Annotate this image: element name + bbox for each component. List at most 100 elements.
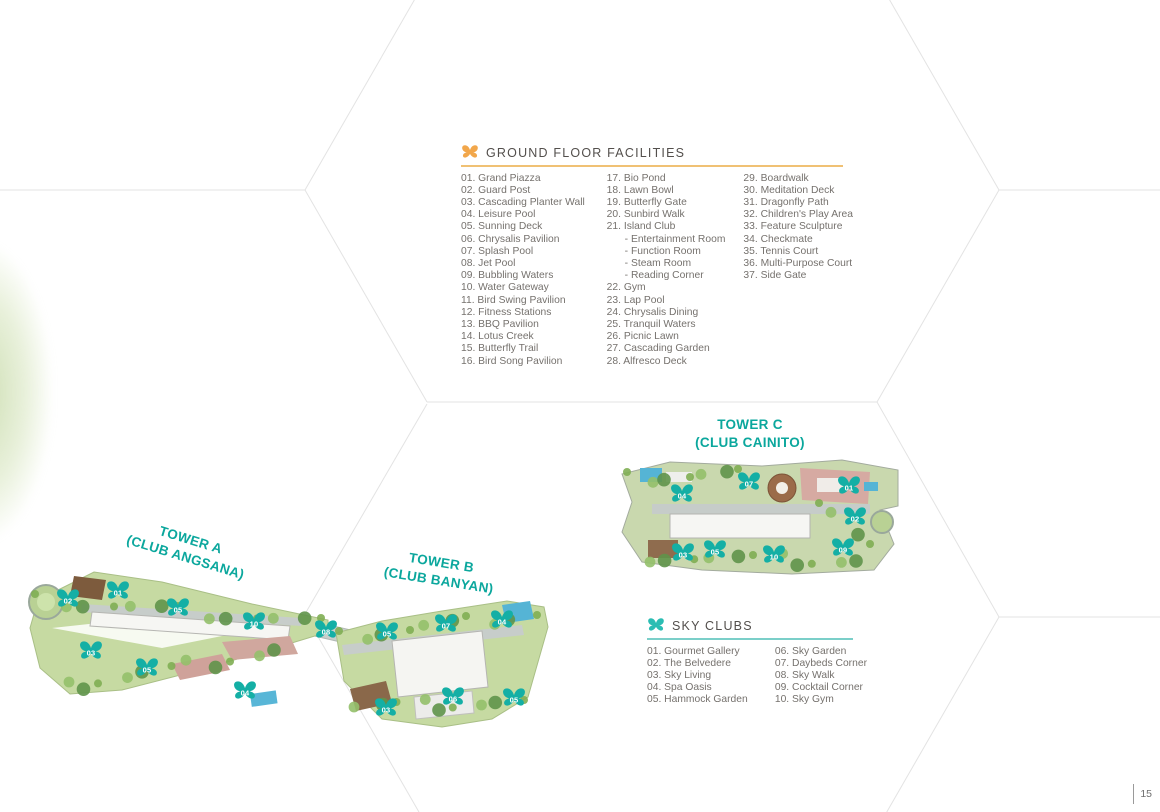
sky-clubs-title: SKY CLUBS	[672, 618, 753, 633]
facility-marker-tower-c-10: 10	[761, 545, 787, 566]
facility-item: 04. Spa Oasis	[647, 682, 712, 694]
marker-number: 05	[173, 605, 183, 615]
facility-item: 11. Bird Swing Pavilion	[461, 294, 566, 306]
facility-item: 18. Lawn Bowl	[606, 184, 674, 196]
marker-butterfly-icon	[376, 622, 398, 640]
facility-item: 30. Meditation Deck	[743, 184, 835, 196]
facility-marker-tower-b-04: 04	[489, 610, 515, 631]
facility-marker-tower-a-08: 08	[313, 620, 339, 641]
facility-marker-tower-b-06: 06	[440, 687, 466, 708]
marker-butterfly-icon	[838, 476, 860, 494]
marker-number: 03	[678, 550, 688, 560]
marker-number: 05	[509, 695, 519, 705]
marker-number: 02	[850, 514, 860, 524]
marker-number: 03	[86, 648, 96, 658]
teal-rule	[647, 638, 853, 640]
facility-item: 33. Feature Sculpture	[743, 221, 843, 233]
facility-marker-tower-b-05: 05	[501, 688, 527, 709]
facility-item: 25. Tranquil Waters	[606, 318, 696, 330]
facility-item: - Steam Room	[624, 257, 692, 269]
marker-number: 08	[321, 627, 331, 637]
facility-item: 34. Checkmate	[743, 233, 813, 245]
facility-item: 06. Chrysalis Pavilion	[461, 233, 560, 245]
marker-butterfly-icon	[136, 658, 158, 676]
facility-item: 14. Lotus Creek	[461, 331, 534, 343]
marker-butterfly-icon	[704, 540, 726, 558]
facility-item: 35. Tennis Court	[743, 245, 819, 257]
marker-butterfly-icon	[435, 614, 457, 632]
tower-c-label: TOWER C (CLUB CAINITO)	[665, 416, 835, 452]
facility-marker-tower-c-02: 02	[842, 507, 868, 528]
facility-marker-tower-b-03: 03	[373, 698, 399, 719]
facility-item: 31. Dragonfly Path	[743, 196, 829, 208]
marker-butterfly-icon	[763, 545, 785, 563]
facility-item: 08. Jet Pool	[461, 257, 516, 269]
facility-item: 04. Leisure Pool	[461, 209, 536, 221]
marker-number: 07	[744, 479, 754, 489]
marker-number: 07	[441, 621, 451, 631]
ground-facilities-section: GROUND FLOOR FACILITIES 01. Grand Piazza…	[461, 145, 853, 368]
marker-number: 05	[382, 629, 392, 639]
marker-butterfly-icon	[234, 681, 256, 699]
facility-marker-tower-a-04: 04	[232, 681, 258, 702]
orange-rule	[461, 165, 843, 167]
marker-butterfly-icon	[107, 581, 129, 599]
marker-number: 01	[113, 588, 123, 598]
facility-marker-tower-a-02: 02	[55, 589, 81, 610]
marker-number: 01	[844, 483, 854, 493]
facility-item: 37. Side Gate	[743, 270, 807, 282]
facility-item: 23. Lap Pool	[606, 294, 665, 306]
facility-marker-tower-a-05: 05	[165, 598, 191, 619]
facility-marker-tower-c-05: 05	[702, 540, 728, 561]
marker-number: 10	[769, 552, 779, 562]
facility-item: 17. Bio Pond	[606, 172, 666, 184]
facility-item: 08. Sky Walk	[774, 669, 835, 681]
ground-facilities-title: GROUND FLOOR FACILITIES	[486, 145, 686, 160]
butterfly-icon	[462, 145, 478, 158]
marker-butterfly-icon	[167, 598, 189, 616]
tower-c-name: TOWER C	[717, 417, 783, 432]
marker-number: 09	[838, 545, 848, 555]
facility-item: 02. Guard Post	[461, 184, 531, 196]
facility-item: 29. Boardwalk	[743, 172, 809, 184]
facility-item: 10. Sky Gym	[774, 694, 834, 706]
marker-number: 10	[249, 619, 259, 629]
facility-marker-tower-b-05: 05	[374, 622, 400, 643]
facility-item: 07. Daybeds Corner	[774, 657, 867, 669]
facility-item: - Entertainment Room	[624, 233, 726, 245]
facility-item: 28. Alfresco Deck	[606, 355, 687, 367]
facility-marker-tower-a-01: 01	[105, 581, 131, 602]
facility-item: 03. Cascading Planter Wall	[461, 196, 585, 208]
facility-marker-tower-c-03: 03	[670, 543, 696, 564]
facility-marker-tower-c-09: 09	[830, 538, 856, 559]
facility-item: 09. Cocktail Corner	[774, 682, 863, 694]
facility-item: 10. Water Gateway	[461, 282, 549, 294]
marker-butterfly-icon	[315, 620, 337, 638]
butterfly-icon	[648, 618, 664, 631]
marker-number: 06	[448, 694, 458, 704]
page-number: 15	[1140, 788, 1152, 800]
facility-item: 24. Chrysalis Dining	[606, 306, 699, 318]
marker-number: 03	[381, 705, 391, 715]
facility-item: - Function Room	[624, 245, 701, 257]
marker-number: 05	[710, 547, 720, 557]
tower-b-site-plan	[335, 600, 549, 728]
marker-butterfly-icon	[442, 687, 464, 705]
marker-butterfly-icon	[738, 472, 760, 490]
facility-item: 05. Sunning Deck	[461, 221, 543, 233]
facility-item: 07. Splash Pool	[461, 245, 534, 257]
facility-marker-tower-a-03: 03	[78, 641, 104, 662]
marker-number: 02	[63, 596, 73, 606]
facility-item: 01. Gourmet Gallery	[647, 645, 740, 657]
facility-item: 21. Island Club	[606, 221, 676, 233]
marker-butterfly-icon	[844, 507, 866, 525]
marker-butterfly-icon	[503, 688, 525, 706]
facility-item: 16. Bird Song Pavilion	[461, 355, 563, 367]
facility-item: 13. BBQ Pavilion	[461, 318, 539, 330]
footer-divider	[1133, 784, 1135, 804]
facility-item: 12. Fitness Stations	[461, 306, 552, 318]
facility-marker-tower-a-05: 05	[134, 658, 160, 679]
